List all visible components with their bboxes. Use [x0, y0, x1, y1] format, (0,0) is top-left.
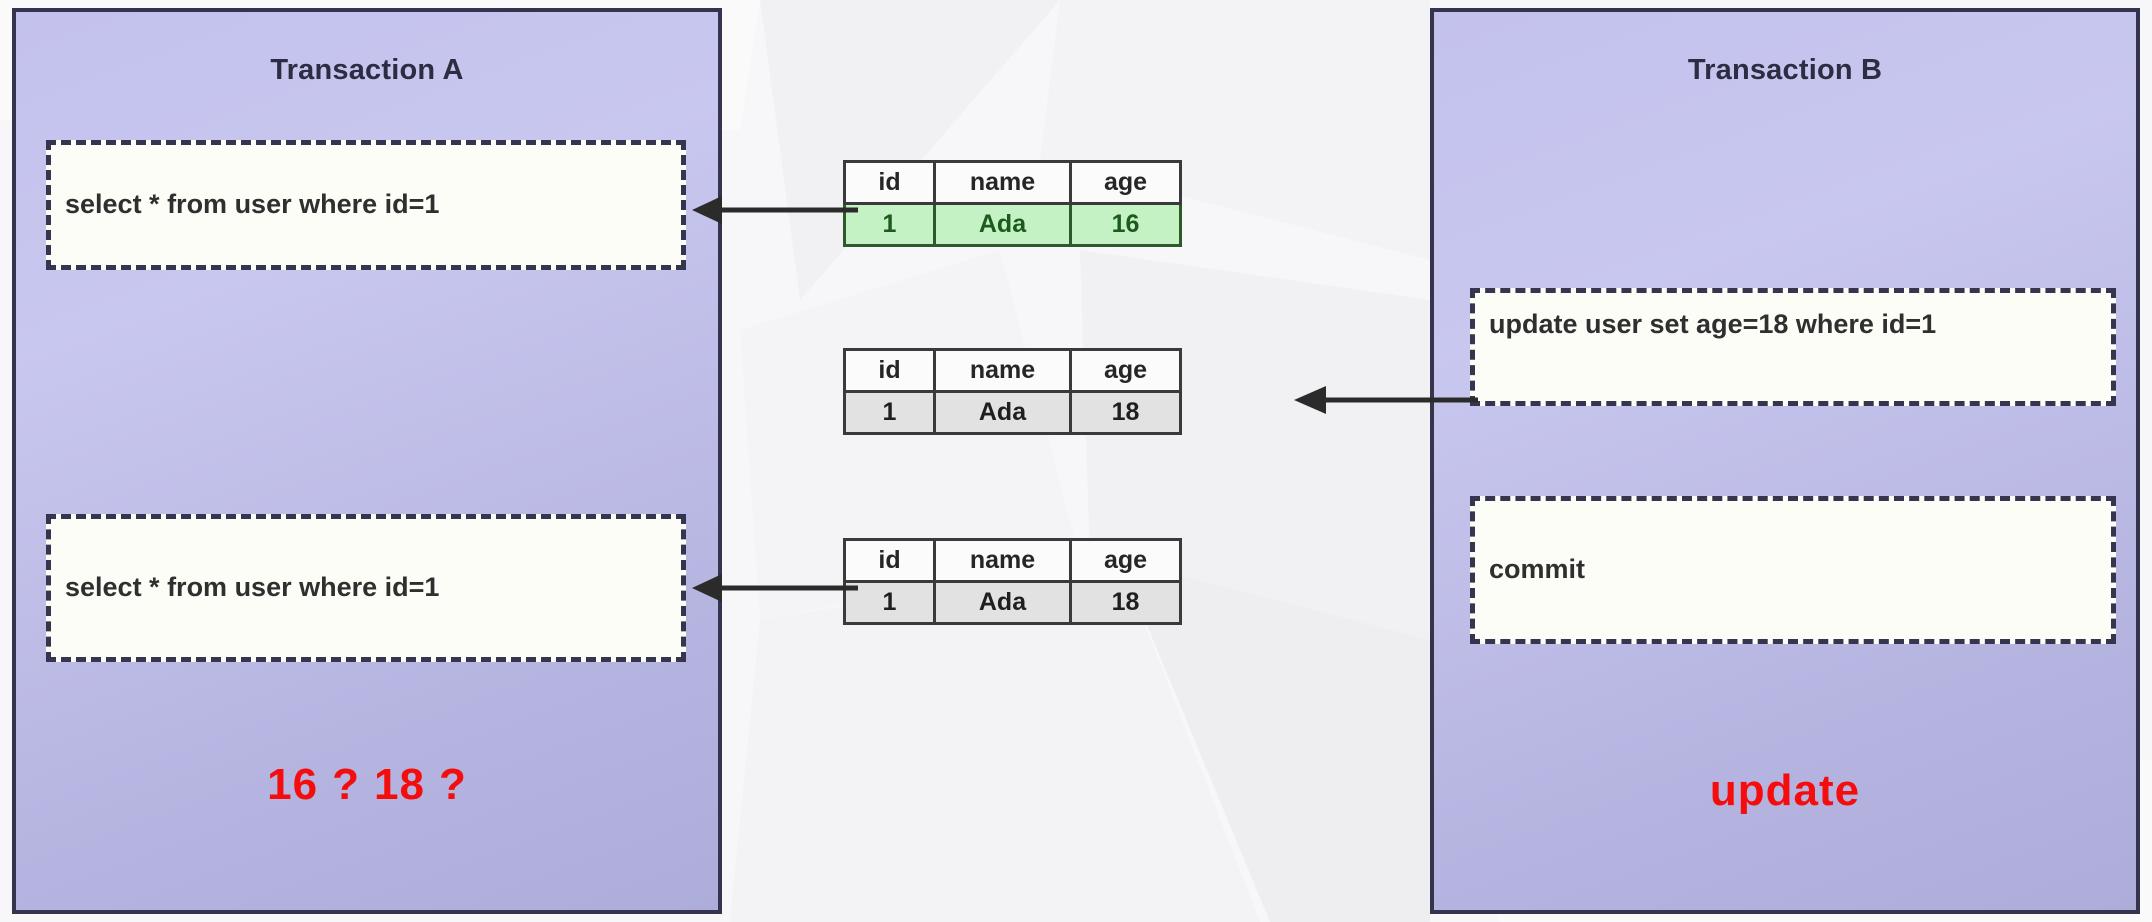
cell-name: Ada: [933, 580, 1072, 625]
column-header-age: age: [1069, 160, 1182, 205]
cell-age: 18: [1069, 390, 1182, 435]
cell-id: 1: [843, 580, 936, 625]
table-after-update: id name age 1 Ada 18: [843, 348, 1182, 435]
column-header-name: name: [933, 160, 1072, 205]
arrow-read-1: [692, 196, 858, 224]
table-initial-read: id name age 1 Ada 16: [843, 160, 1182, 247]
transaction-b-update[interactable]: update user set age=18 where id=1: [1470, 288, 2116, 406]
cell-name: Ada: [933, 202, 1072, 247]
transaction-a-title: Transaction A: [270, 54, 464, 86]
sql-text: select * from user where id=1: [65, 572, 440, 603]
verdict-question-1: ?: [332, 760, 360, 809]
arrow-read-2: [692, 574, 858, 602]
cell-age: 18: [1069, 580, 1182, 625]
verdict-label: update: [1709, 766, 1861, 815]
cell-id: 1: [843, 202, 936, 247]
cell-name: Ada: [933, 390, 1072, 435]
table-second-read: id name age 1 Ada 18: [843, 538, 1182, 625]
transaction-b-panel: Transaction B: [1430, 8, 2140, 914]
verdict-value-second: 18: [374, 760, 425, 809]
transaction-b-verdict: update: [1430, 766, 2140, 816]
table-row: 1 Ada 18: [843, 580, 1182, 625]
verdict-question-2: ?: [438, 760, 467, 809]
table-row: 1 Ada 16: [843, 202, 1182, 247]
cell-age: 16: [1069, 202, 1182, 247]
sql-text: update user set age=18 where id=1: [1489, 309, 1937, 339]
table-header-row: id name age: [843, 538, 1182, 583]
column-header-id: id: [843, 538, 936, 583]
verdict-value-first: 16: [267, 760, 319, 809]
sql-text: commit: [1489, 554, 1586, 585]
column-header-age: age: [1069, 538, 1182, 583]
table-header-row: id name age: [843, 348, 1182, 393]
transaction-a-verdict: 16? 18?: [12, 760, 722, 810]
table-row: 1 Ada 18: [843, 390, 1182, 435]
column-header-name: name: [933, 348, 1072, 393]
sql-text: select * from user where id=1: [65, 189, 440, 220]
transaction-a-select-2[interactable]: select * from user where id=1: [46, 514, 686, 662]
transaction-b-commit[interactable]: commit: [1470, 496, 2116, 644]
transaction-b-title: Transaction B: [1687, 54, 1883, 86]
table-header-row: id name age: [843, 160, 1182, 205]
transaction-a-select-1[interactable]: select * from user where id=1: [46, 140, 686, 270]
column-header-name: name: [933, 538, 1072, 583]
column-header-id: id: [843, 348, 936, 393]
cell-id: 1: [843, 390, 936, 435]
column-header-id: id: [843, 160, 936, 205]
arrow-update: [1294, 386, 1478, 414]
column-header-age: age: [1069, 348, 1182, 393]
